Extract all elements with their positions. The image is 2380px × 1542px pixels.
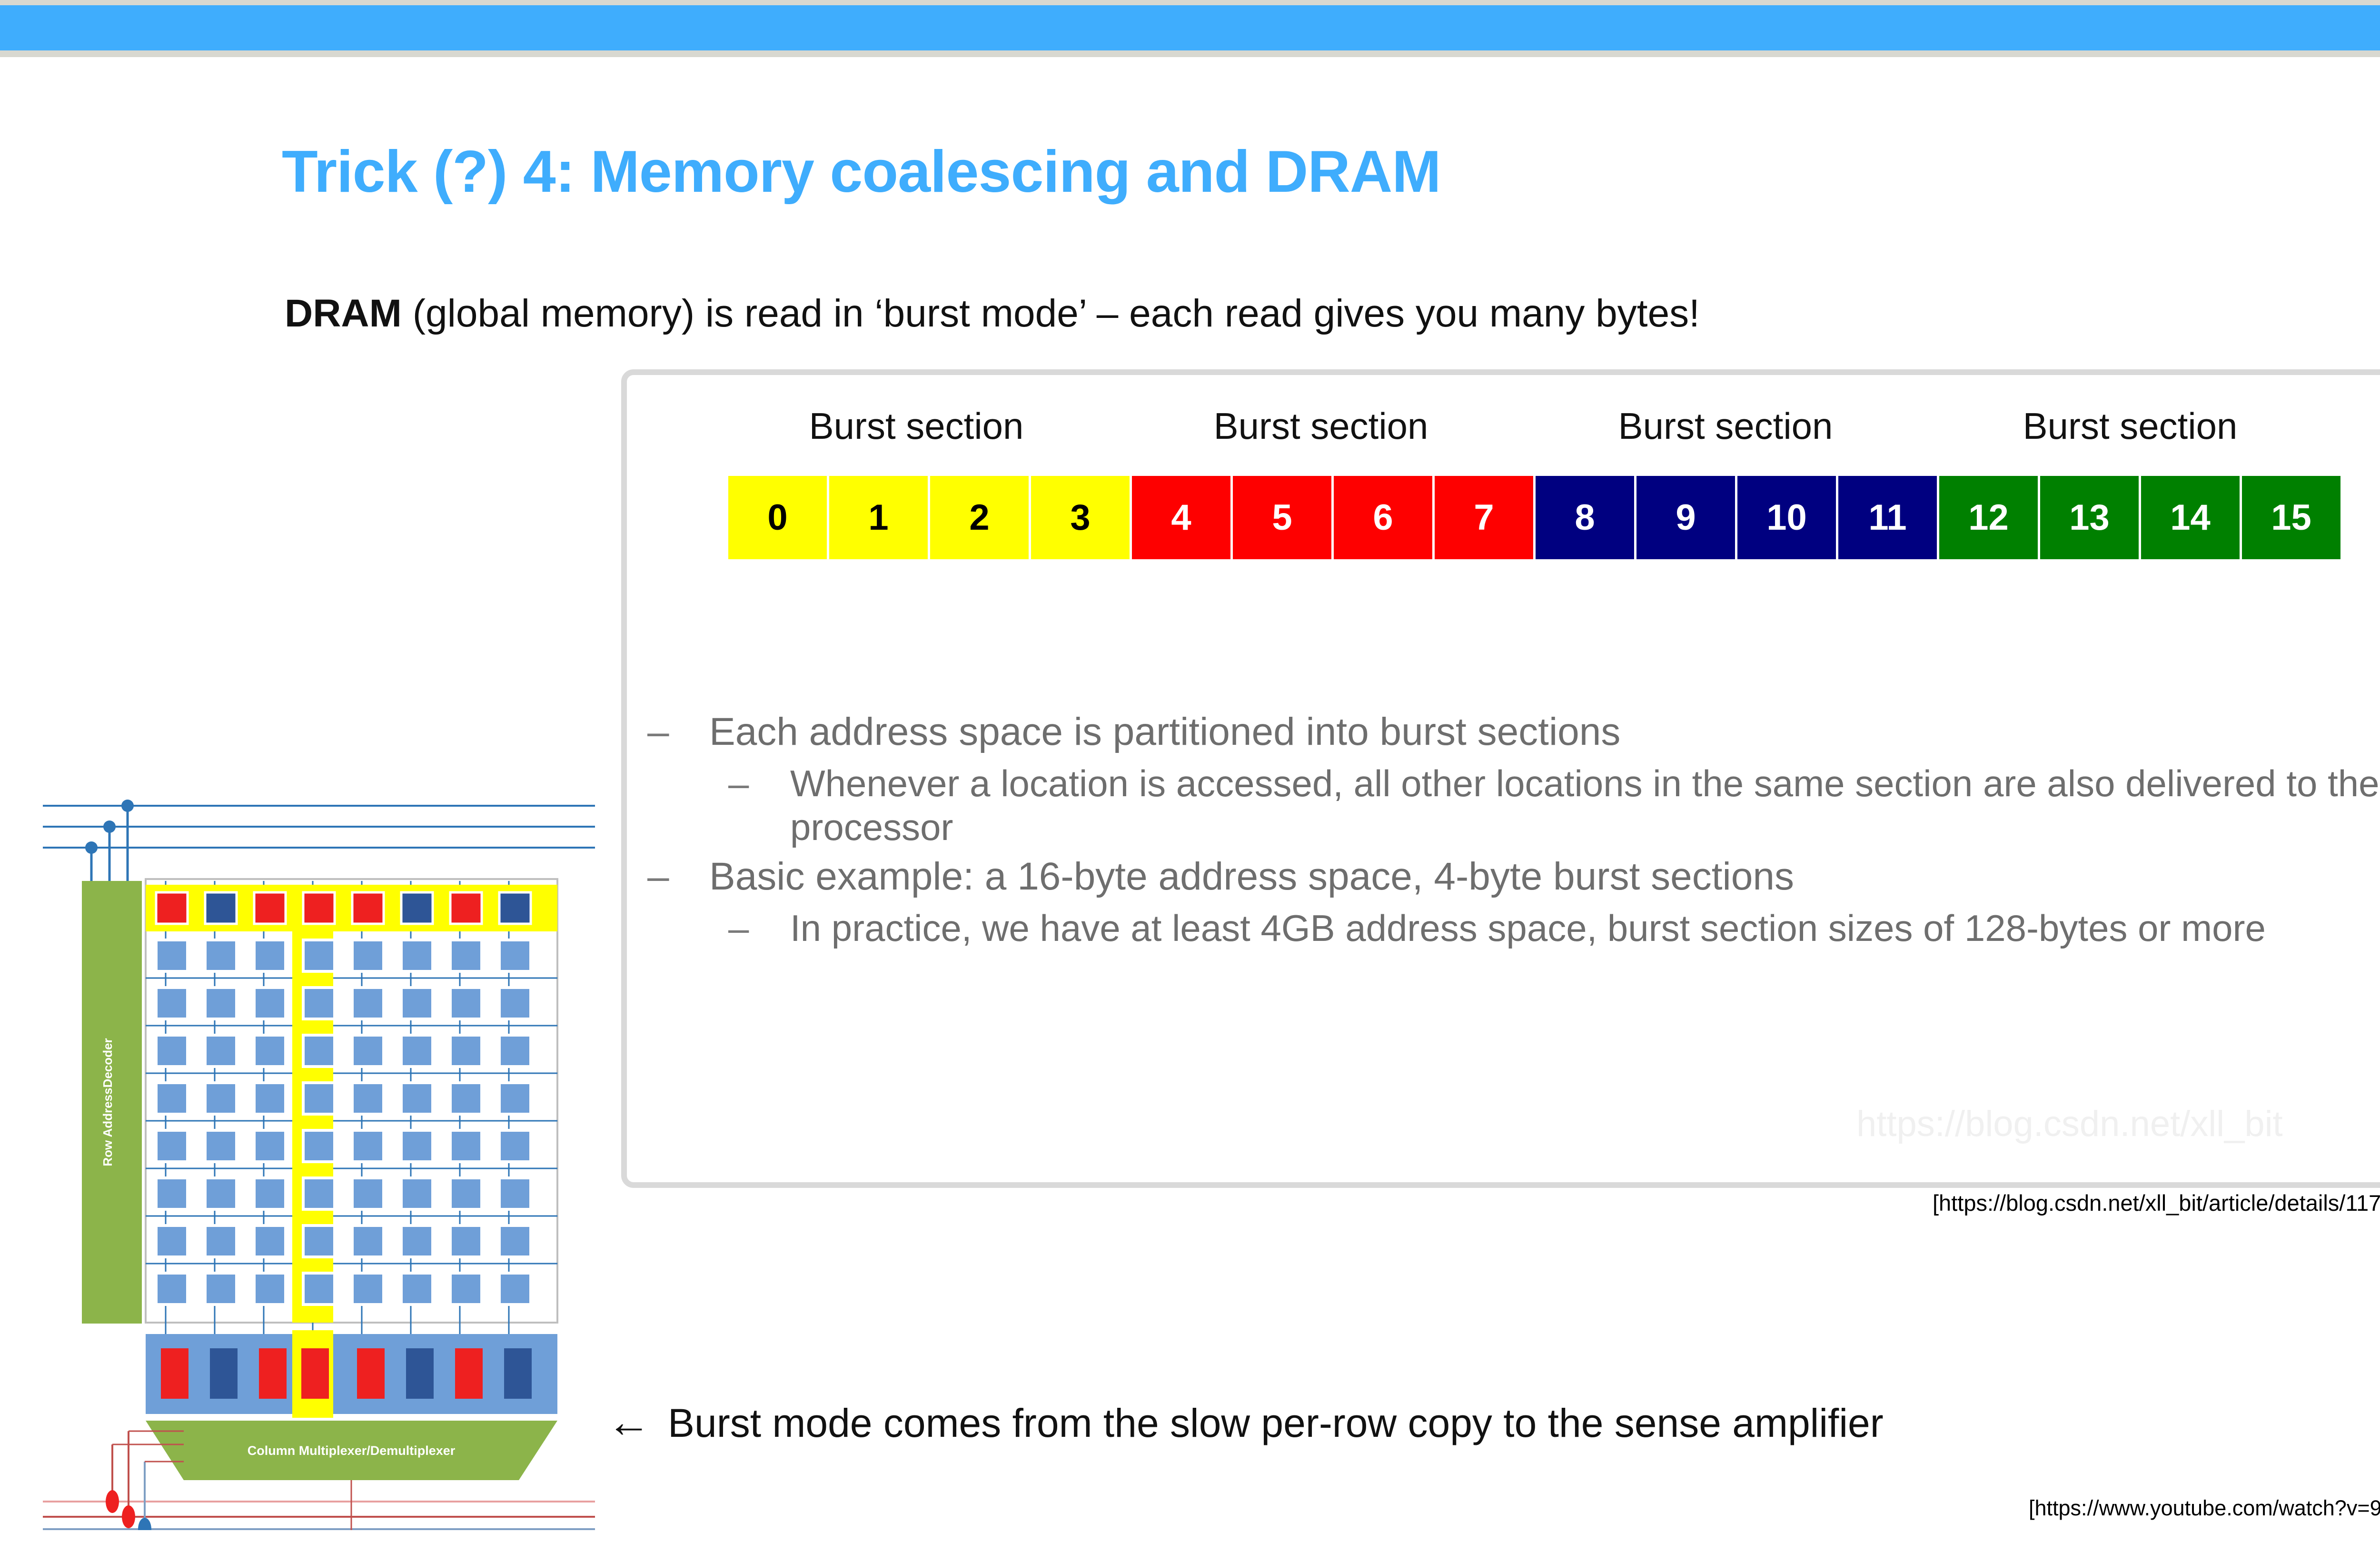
address-cell-14: 14 <box>2141 476 2242 559</box>
bus-node-dot <box>122 1505 135 1528</box>
top-accent-strip <box>0 0 2380 5</box>
citation-youtube: [https://www.youtube.com/watch?v=9BjVUma… <box>2029 1496 2380 1520</box>
page-title: Trick (?) 4: Memory coalescing and DRAM <box>282 139 1441 205</box>
bullet-dash-icon: – <box>728 907 749 949</box>
bullet-text: Whenever a location is accessed, all oth… <box>790 762 2380 848</box>
citation-csdn: [https://blog.csdn.net/xll_bit/article/d… <box>1933 1190 2380 1216</box>
bullet-dash-icon: – <box>728 762 749 804</box>
address-cell-6: 6 <box>1334 476 1435 559</box>
address-cell-8: 8 <box>1536 476 1636 559</box>
bullet-dash-icon: – <box>647 710 669 753</box>
burst-section-header-row: Burst section Burst section Burst sectio… <box>714 405 2332 457</box>
bullet-text: Basic example: a 16-byte address space, … <box>709 855 1794 898</box>
bullet-item-0: –Each address space is partitioned into … <box>647 709 2380 755</box>
bus-node-dot <box>138 1518 151 1530</box>
column-multiplexer <box>146 1421 557 1480</box>
dram-array-diagram: Row AddressDecoder <box>43 788 614 1530</box>
memory-cell-grid <box>155 939 532 1306</box>
address-cell-7: 7 <box>1435 476 1536 559</box>
burst-bullet-list: –Each address space is partitioned into … <box>647 709 2380 955</box>
wire-node-dot <box>121 800 134 812</box>
burst-section-label-2: Burst section <box>1618 405 1833 447</box>
burst-section-label-1: Burst section <box>1213 405 1428 447</box>
address-cell-4: 4 <box>1132 476 1233 559</box>
active-row-cells <box>155 891 532 925</box>
address-cell-11: 11 <box>1838 476 1939 559</box>
bus-node-dot <box>106 1490 119 1513</box>
address-cell-12: 12 <box>1939 476 2040 559</box>
burst-section-label-3: Burst section <box>2023 405 2238 447</box>
row-address-decoder-label: Row AddressDecoder <box>100 1038 115 1166</box>
top-accent-strip-bottom <box>0 50 2380 57</box>
subtitle-rest: (global memory) is read in ‘burst mode’ … <box>401 292 1700 335</box>
row-address-decoder <box>82 881 142 1324</box>
bullet-text: In practice, we have at least 4GB addres… <box>790 907 2266 949</box>
wire-node-dot <box>85 841 98 854</box>
bottom-caption-text: Burst mode comes from the slow per-row c… <box>668 1401 1884 1445</box>
subtitle-bold-term: DRAM <box>285 292 402 335</box>
header-banner <box>0 5 2380 50</box>
address-cell-1: 1 <box>829 476 930 559</box>
left-arrow-icon: ← <box>607 1398 651 1446</box>
address-cell-5: 5 <box>1233 476 1334 559</box>
bullet-item-3: –In practice, we have at least 4GB addre… <box>647 906 2380 950</box>
bullet-item-2: –Basic example: a 16-byte address space,… <box>647 854 2380 900</box>
address-cell-9: 9 <box>1636 476 1737 559</box>
bottom-caption: ← Burst mode comes from the slow per-row … <box>607 1397 1884 1447</box>
bullet-dash-icon: – <box>647 855 669 898</box>
subtitle-line: DRAM (global memory) is read in ‘burst m… <box>285 291 1700 336</box>
address-cell-13: 13 <box>2040 476 2141 559</box>
column-multiplexer-label: Column Multiplexer/Demultiplexer <box>248 1443 456 1458</box>
burst-section-label-0: Burst section <box>809 405 1024 447</box>
wordline-group <box>43 805 595 849</box>
bullet-text: Each address space is partitioned into b… <box>709 710 1621 753</box>
address-cell-3: 3 <box>1031 476 1132 559</box>
source-watermark: https://blog.csdn.net/xll_bit <box>1856 1104 2283 1144</box>
sense-amplifier-cells <box>161 1348 532 1399</box>
address-cell-0: 0 <box>728 476 829 559</box>
wordline-dropdowns <box>90 806 129 881</box>
address-cell-10: 10 <box>1737 476 1838 559</box>
sense-amplifier-band <box>146 1334 557 1414</box>
bullet-item-1: –Whenever a location is accessed, all ot… <box>647 761 2380 849</box>
address-cell-2: 2 <box>930 476 1031 559</box>
address-cell-15: 15 <box>2242 476 2343 559</box>
wire-node-dot <box>103 820 116 833</box>
